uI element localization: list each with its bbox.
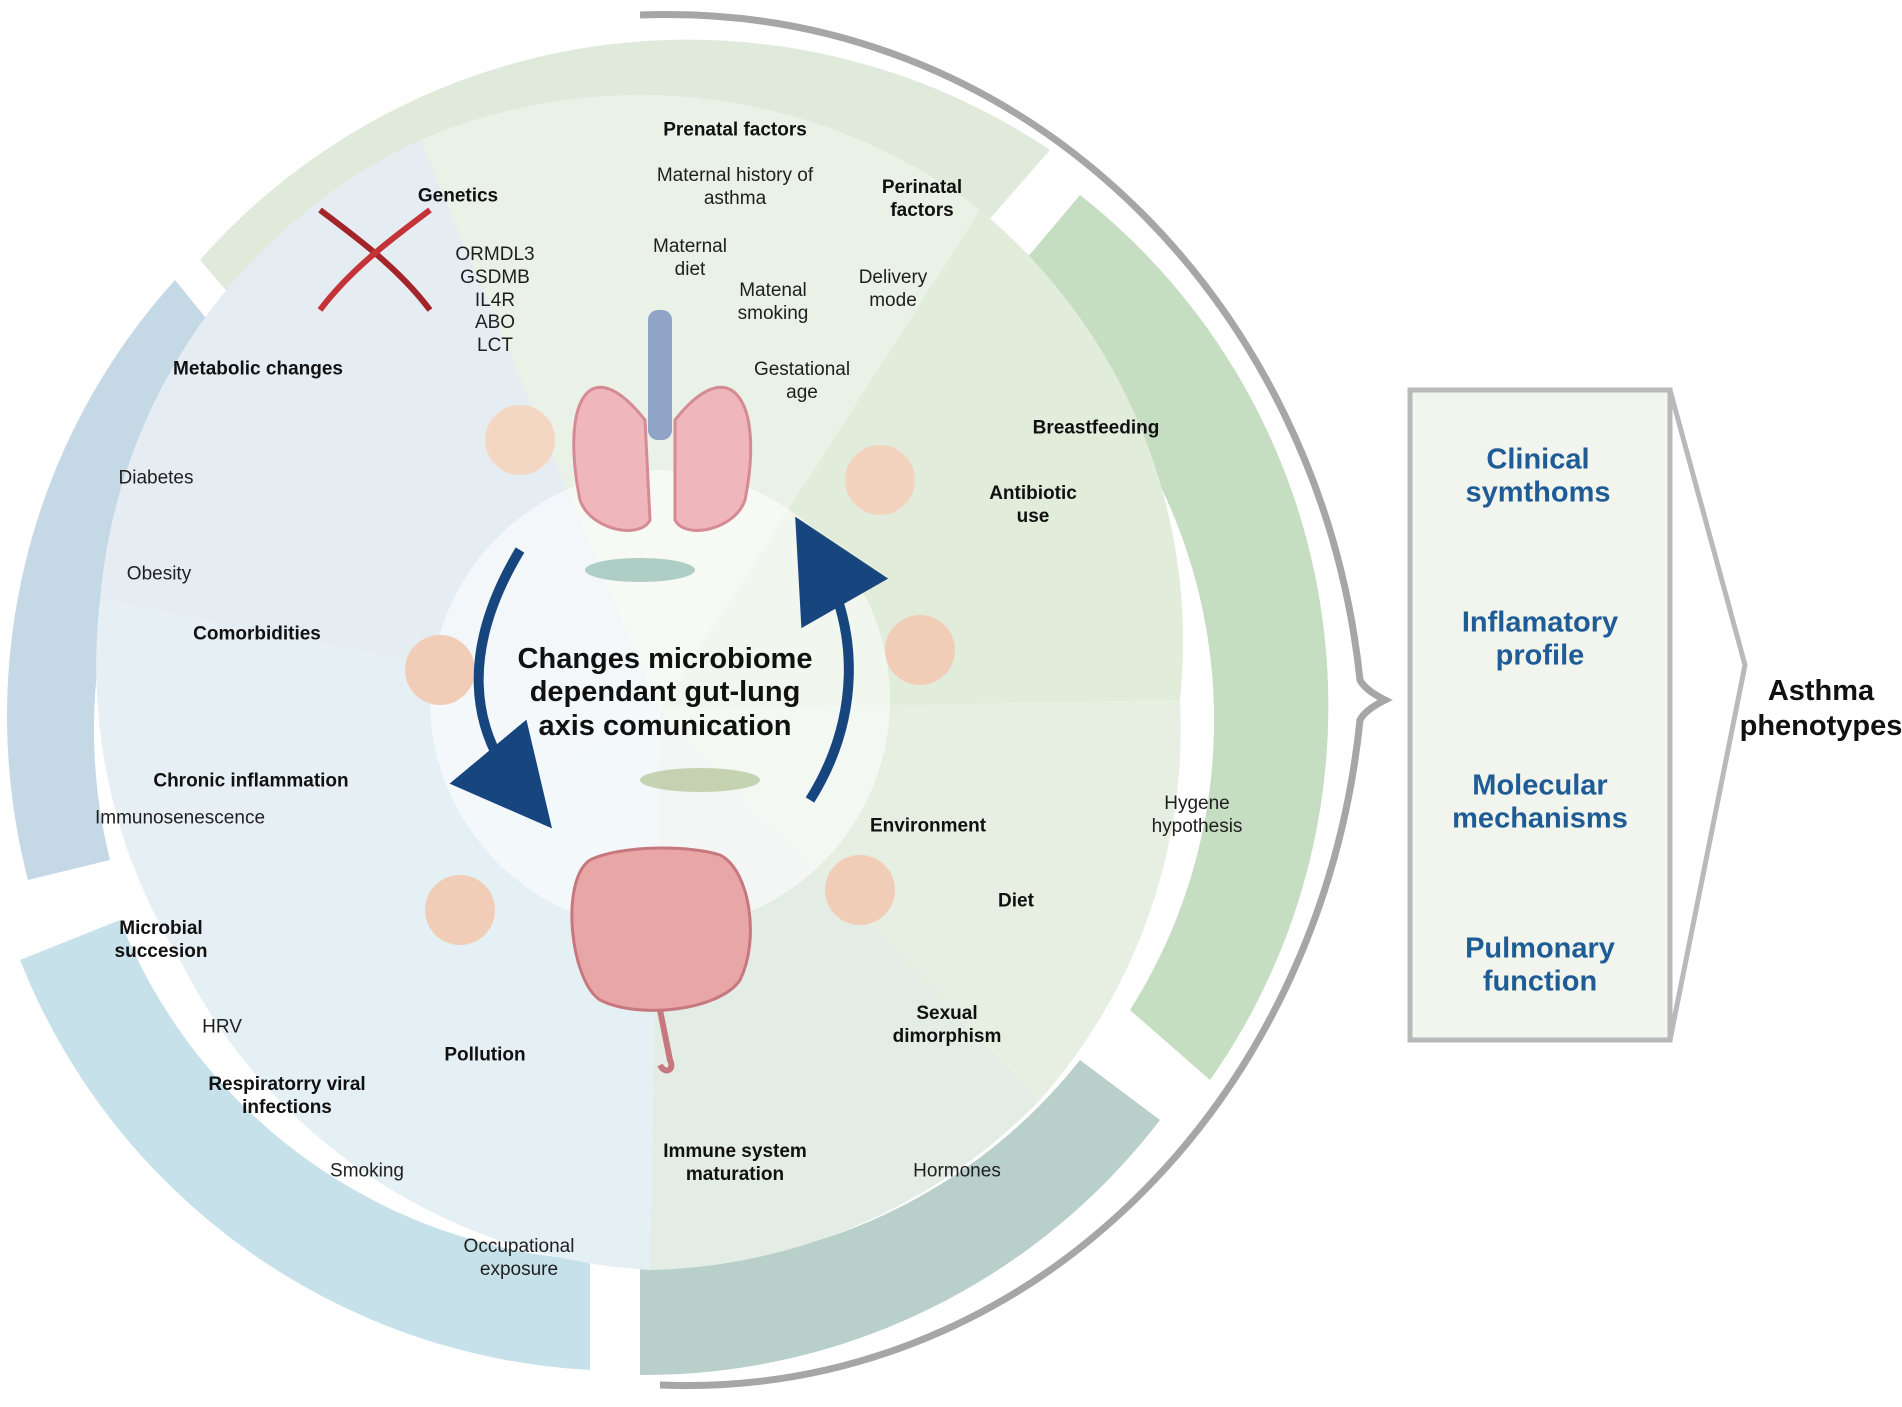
intestine-icon: [570, 846, 752, 1074]
phenotype-chevron: [1667, 389, 1748, 1041]
microbial-succession-title: Microbial succesion: [114, 918, 208, 962]
prenatal-factors-title: Prenatal factors: [663, 119, 807, 141]
phenotype-molecular-mechanisms: Molecular mechanisms: [1452, 769, 1628, 835]
diet-title: Diet: [998, 890, 1034, 912]
genetics-title: Genetics: [417, 185, 499, 207]
phenotype-bracket: [639, 10, 1393, 1390]
gestational-age-label: Gestational age: [753, 359, 851, 403]
dna-icon: [317, 207, 433, 312]
maternal-history-label: Maternal history of asthma: [656, 165, 814, 209]
delivery-mode-label: Delivery mode: [858, 267, 928, 311]
hygiene-hypothesis-label: Hygene hypothesis: [1151, 793, 1243, 837]
antibiotic-use-title: Antibiotic use: [989, 483, 1077, 527]
obesity-label: Obesity: [126, 563, 192, 585]
microbiota-icon: [585, 558, 760, 792]
maternal-diet-label: Maternal diet: [653, 236, 727, 280]
genetics-genes-list: ORMDL3 GSDMB IL4R ABO LCT: [455, 244, 535, 357]
pollution-title: Pollution: [444, 1044, 526, 1066]
smoking-label: Smoking: [330, 1160, 404, 1182]
arrow-gut-to-lung: [795, 516, 889, 803]
immunosenescence-label: Immunosenescence: [94, 807, 266, 829]
perinatal-factors-title: Perinatal factors: [881, 177, 963, 221]
asthma-phenotypes-label: Asthma phenotypes: [1739, 675, 1902, 742]
maternal-smoking-label: Matenal smoking: [737, 280, 809, 324]
comorbidities-title: Comorbidities: [193, 623, 321, 645]
immune-maturation-title: Immune system maturation: [663, 1141, 807, 1185]
environment-title: Environment: [869, 815, 987, 837]
phenotype-inflammatory-profile: Inflamatory profile: [1461, 606, 1619, 672]
diabetes-label: Diabetes: [118, 467, 194, 489]
phenotype-pulmonary-function: Pulmonary function: [1465, 932, 1615, 998]
center-title: Changes microbiome dependant gut-lung ax…: [517, 642, 813, 742]
occupational-exposure-label: Occupational exposure: [463, 1236, 575, 1280]
human-figures-icon: [405, 405, 955, 945]
metabolic-changes-title: Metabolic changes: [173, 358, 343, 380]
hormones-label: Hormones: [913, 1160, 1001, 1182]
respiratory-viral-title: Respiratorry viral infections: [208, 1074, 366, 1118]
breastfeeding-title: Breastfeeding: [1032, 417, 1160, 439]
sexual-dimorphism-title: Sexual dimorphism: [892, 1003, 1002, 1047]
hrv-label: HRV: [202, 1016, 242, 1038]
lungs-icon: [572, 310, 753, 532]
arrow-lung-to-gut: [449, 547, 552, 829]
chronic-inflammation-title: Chronic inflammation: [153, 770, 349, 792]
phenotype-box: [1407, 387, 1673, 1043]
phenotype-clinical-symptoms: Clinical symthoms: [1465, 443, 1611, 509]
